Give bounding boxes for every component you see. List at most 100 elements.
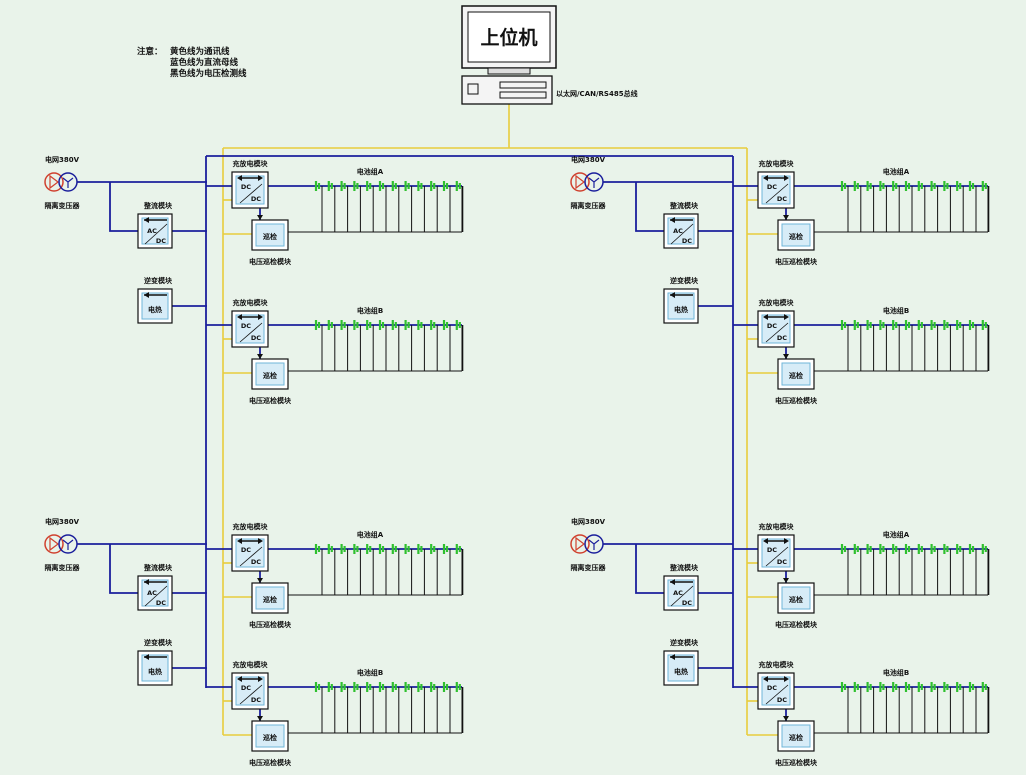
charger-arrow-head-l — [763, 175, 768, 181]
battery-pack-tl-1: 电池组B — [314, 306, 461, 330]
charger-arrow-head-r — [258, 175, 263, 181]
inverter-heat: 电热 — [674, 305, 688, 314]
rectifier-arrow-head — [144, 217, 149, 223]
rectifier-ac: AC — [147, 589, 157, 597]
rectifier-dc: DC — [156, 599, 166, 607]
charger-module-tl-0-panel — [235, 175, 265, 205]
grid-to-rectifier — [635, 182, 664, 232]
inspector-text: 巡检 — [789, 371, 803, 380]
charger-label: 充放电模块 — [759, 660, 795, 669]
battery-pack-tr-0: 电池组A — [840, 167, 987, 191]
rectifier-ac: AC — [673, 227, 683, 235]
transformer-symbol-icon — [588, 177, 600, 188]
grid-to-rectifier — [109, 544, 138, 594]
grid-coil-icon — [44, 172, 64, 192]
transformer-coil-icon — [58, 172, 78, 192]
charger-diag — [765, 322, 789, 343]
transformer-symbol-icon — [62, 539, 74, 550]
rectifier-arrow-head — [144, 579, 149, 585]
charger-arrow-head-r — [258, 314, 263, 320]
charger-arrow-head-l — [763, 538, 768, 544]
grid-coil-icon — [570, 534, 590, 554]
grid-label: 电网380V — [571, 155, 606, 164]
charger-dc-out: DC — [251, 558, 261, 566]
transformer-symbol-icon — [62, 177, 74, 188]
charger-module-tr-0-panel — [761, 175, 791, 205]
battery-label-tr-0: 电池组A — [883, 167, 910, 176]
computer-case — [461, 75, 553, 105]
rectifier-label: 整流模块 — [143, 563, 173, 572]
charger-dc-in: DC — [241, 684, 251, 692]
inspector-arrow — [783, 716, 789, 721]
charger-dc-in: DC — [767, 546, 777, 554]
charger-label: 充放电模块 — [233, 522, 269, 531]
inspector-label: 电压巡检模块 — [249, 257, 292, 266]
charger-module-br-1-panel — [761, 676, 791, 706]
battery-label-br-0: 电池组A — [883, 530, 910, 539]
inverter-arrow-head — [144, 654, 149, 660]
inspector-text: 巡检 — [263, 232, 277, 241]
rectifier-module-bl: AC DC 整流模块 — [137, 563, 173, 611]
grid-to-rectifier — [635, 544, 664, 594]
rectifier-module-tl-panel — [141, 217, 169, 245]
charger-diag — [765, 684, 789, 705]
rectifier-ac: AC — [673, 589, 683, 597]
grid-coil-icon — [570, 172, 590, 192]
transformer-label: 隔离变压器 — [45, 563, 81, 572]
charger-dc-out: DC — [777, 334, 787, 342]
battery-label-tl-0: 电池组A — [357, 167, 384, 176]
rectifier-diag — [670, 585, 694, 607]
inspector-module-tl-0-panel — [255, 223, 285, 247]
transformer-coil-icon — [584, 172, 604, 192]
battery-pack-tr-1: 电池组B — [840, 306, 987, 330]
inspector-label: 电压巡检模块 — [249, 396, 292, 405]
grid-label: 电网380V — [571, 517, 606, 526]
charger-dc-in: DC — [767, 322, 777, 330]
inspector-label: 电压巡检模块 — [775, 257, 818, 266]
rectifier-diag — [144, 223, 168, 245]
charger-dc-out: DC — [251, 334, 261, 342]
inspector-label: 电压巡检模块 — [249, 620, 292, 629]
charger-dc-in: DC — [241, 322, 251, 330]
monitor-stand — [487, 67, 531, 75]
inspector-module-br-1-panel — [781, 724, 811, 748]
case-button — [467, 83, 479, 95]
inspector-module-tr-0-panel — [781, 223, 811, 247]
inverter-label: 逆变模块 — [144, 276, 173, 285]
inverter-label: 逆变模块 — [670, 276, 699, 285]
grid-to-rectifier — [109, 182, 138, 232]
charger-dc-out: DC — [251, 696, 261, 704]
charger-dc-out: DC — [777, 696, 787, 704]
inspector-arrow — [257, 716, 263, 721]
battery-label-tl-1: 电池组B — [357, 306, 383, 315]
charger-module-tl-1-panel — [235, 314, 265, 344]
grid-arrow-icon — [49, 536, 59, 552]
grid-coil-icon — [44, 534, 64, 554]
charger-arrow-head-r — [784, 175, 789, 181]
case-drive-2 — [499, 91, 547, 99]
inspector-arrow — [783, 215, 789, 220]
battery-pack-tl-0: 电池组A — [314, 167, 461, 191]
notes-line: 蓝色线为直流母线 — [170, 57, 239, 68]
charger-diag — [239, 546, 263, 567]
charger-arrow-head-r — [784, 314, 789, 320]
transformer-label: 隔离变压器 — [45, 201, 81, 210]
charger-module-tr-1-panel — [761, 314, 791, 344]
inverter-module-br-panel — [667, 654, 695, 682]
inverter-arrow-head — [670, 654, 675, 660]
charger-label: 充放电模块 — [759, 298, 795, 307]
notes-line: 黄色线为通讯线 — [170, 46, 230, 57]
bus-label: 以太网/CAN/RS485总线 — [556, 89, 638, 98]
charger-dc-in: DC — [241, 546, 251, 554]
rectifier-ac: AC — [147, 227, 157, 235]
